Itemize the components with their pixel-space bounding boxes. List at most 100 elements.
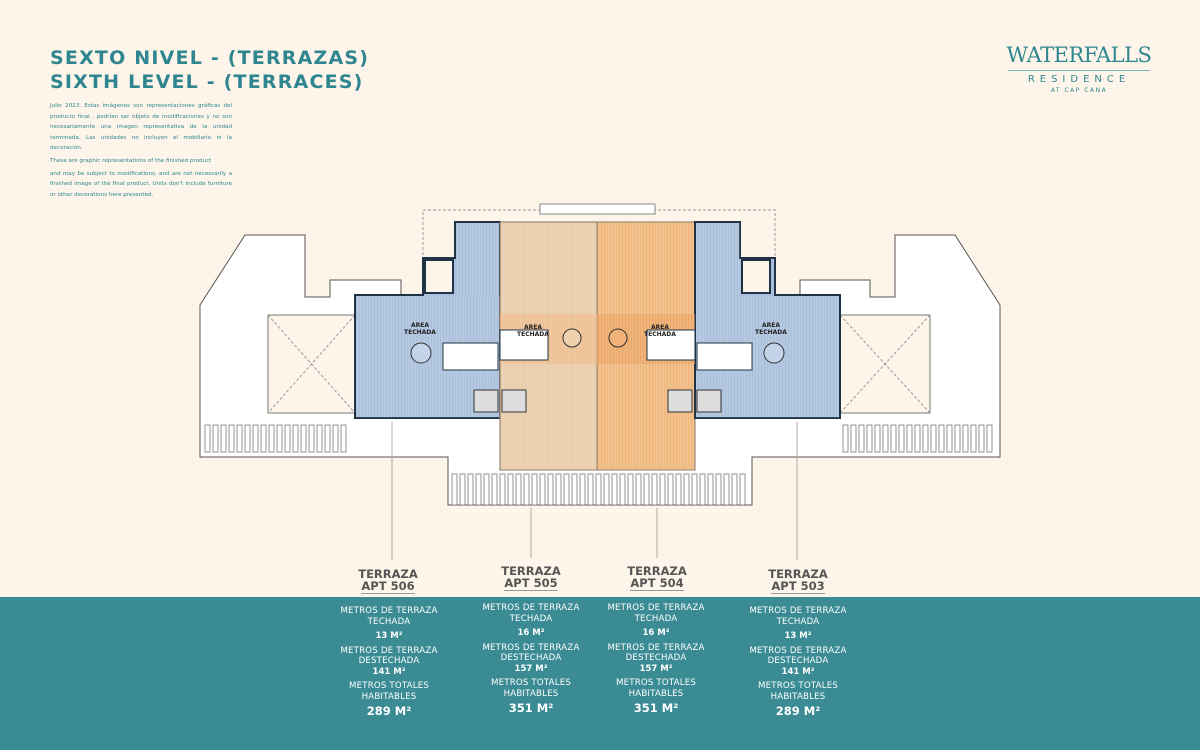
shaft-left [424,259,454,294]
shaft-right [741,259,771,294]
skylight-cross [267,314,356,414]
railing-baluster [699,473,706,506]
railing-baluster [587,473,594,506]
railing-baluster [643,473,650,506]
railing-baluster [691,473,698,506]
covered-label: METROS DE TERRAZA TECHADA [340,606,438,627]
railing-baluster [938,424,945,453]
railing-baluster [946,424,953,453]
svg-text:TECHADA: TECHADA [644,331,676,338]
svg-text:TECHADA: TECHADA [755,329,787,336]
stats-apt-505: METROS DE TERRAZA TECHADA 16 M² METROS D… [466,603,596,714]
terrace-apt-503 [694,221,841,419]
railing-baluster [268,424,275,453]
uncovered-label: METROS DE TERRAZA DESTECHADA [749,645,847,667]
railing-baluster [978,424,985,453]
railing-baluster [962,424,969,453]
top-ledge [539,203,656,215]
railing-baluster [970,424,977,453]
uncovered-value: 157 M² [639,663,673,674]
covered-label: METROS DE TERRAZA TECHADA [749,606,847,627]
logo-sub: RESIDENCE [1027,74,1131,85]
railing-baluster [292,424,299,453]
total-label: METROS TOTALES HABITABLES [616,678,696,699]
railing-baluster [236,424,243,453]
railing-baluster [491,473,498,506]
disclaimer-en-2: and may be subject to modifications, and… [50,170,232,198]
uncovered-label: METROS DE TERRAZA DESTECHADA [340,645,438,667]
railings [204,424,993,506]
stats-apt-504: METROS DE TERRAZA TECHADA 16 M² METROS D… [591,603,721,714]
railing-baluster [571,473,578,506]
svg-text:AREA: AREA [651,324,669,331]
jacuzzi-icon [501,389,527,413]
railing-baluster [252,424,259,453]
railing-baluster [874,424,881,453]
railing-baluster [563,473,570,506]
railing-baluster [244,424,251,453]
svg-text:AREA: AREA [524,324,542,331]
brand-logo: WATERFALLS RESIDENCE AT CAP CANA [1000,42,1158,95]
total-label: METROS TOTALES HABITABLES [491,678,571,699]
unit-label-title: TERRAZA [358,567,418,581]
railing-baluster [332,424,339,453]
railing-baluster [324,424,331,453]
covered-value: 16 M² [517,628,545,638]
covered-label: METROS DE TERRAZA TECHADA [607,603,705,624]
unit-apt: APT 504 [630,576,684,591]
railing-baluster [930,424,937,453]
skylight-cross [839,314,931,414]
railing-baluster [539,473,546,506]
stair-503 [696,342,753,371]
railing-baluster [627,473,634,506]
railing-baluster [308,424,315,453]
railing-baluster [731,473,738,506]
total-value: 289 M² [366,704,412,718]
railing-baluster [675,473,682,506]
railing-baluster [451,473,458,506]
railing-baluster [715,473,722,506]
dining-table-icon [763,342,785,364]
railing-baluster [866,424,873,453]
railing-baluster [483,473,490,506]
stair-506 [442,342,499,371]
railing-baluster [467,473,474,506]
total-value: 351 M² [633,701,679,715]
svg-text:TECHADA: TECHADA [517,331,549,338]
railing-baluster [739,473,746,506]
railing-baluster [547,473,554,506]
covered-value: 13 M² [784,631,812,641]
svg-text:AREA: AREA [762,322,780,329]
railing-baluster [523,473,530,506]
railing-baluster [619,473,626,506]
railing-baluster [220,424,227,453]
unit-apt: APT 506 [361,579,415,594]
railing-baluster [683,473,690,506]
railing-baluster [340,424,347,453]
railing-baluster [635,473,642,506]
dining-table-icon [410,342,432,364]
railing-baluster [842,424,849,453]
covered-value: 16 M² [642,628,670,638]
unit-label-title: TERRAZA [501,564,561,578]
svg-text:TECHADA: TECHADA [404,329,436,336]
logo-place: AT CAP CANA [1050,87,1108,94]
railing-baluster [579,473,586,506]
railing-baluster [850,424,857,453]
railing-baluster [659,473,666,506]
railing-baluster [922,424,929,453]
railing-baluster [890,424,897,453]
logo-divider [1008,70,1150,71]
railing-baluster [898,424,905,453]
jacuzzi-icon [667,389,693,413]
railing-baluster [507,473,514,506]
total-label: METROS TOTALES HABITABLES [758,681,838,702]
jacuzzi-icon [696,389,722,413]
railing-baluster [723,473,730,506]
railing-baluster [555,473,562,506]
